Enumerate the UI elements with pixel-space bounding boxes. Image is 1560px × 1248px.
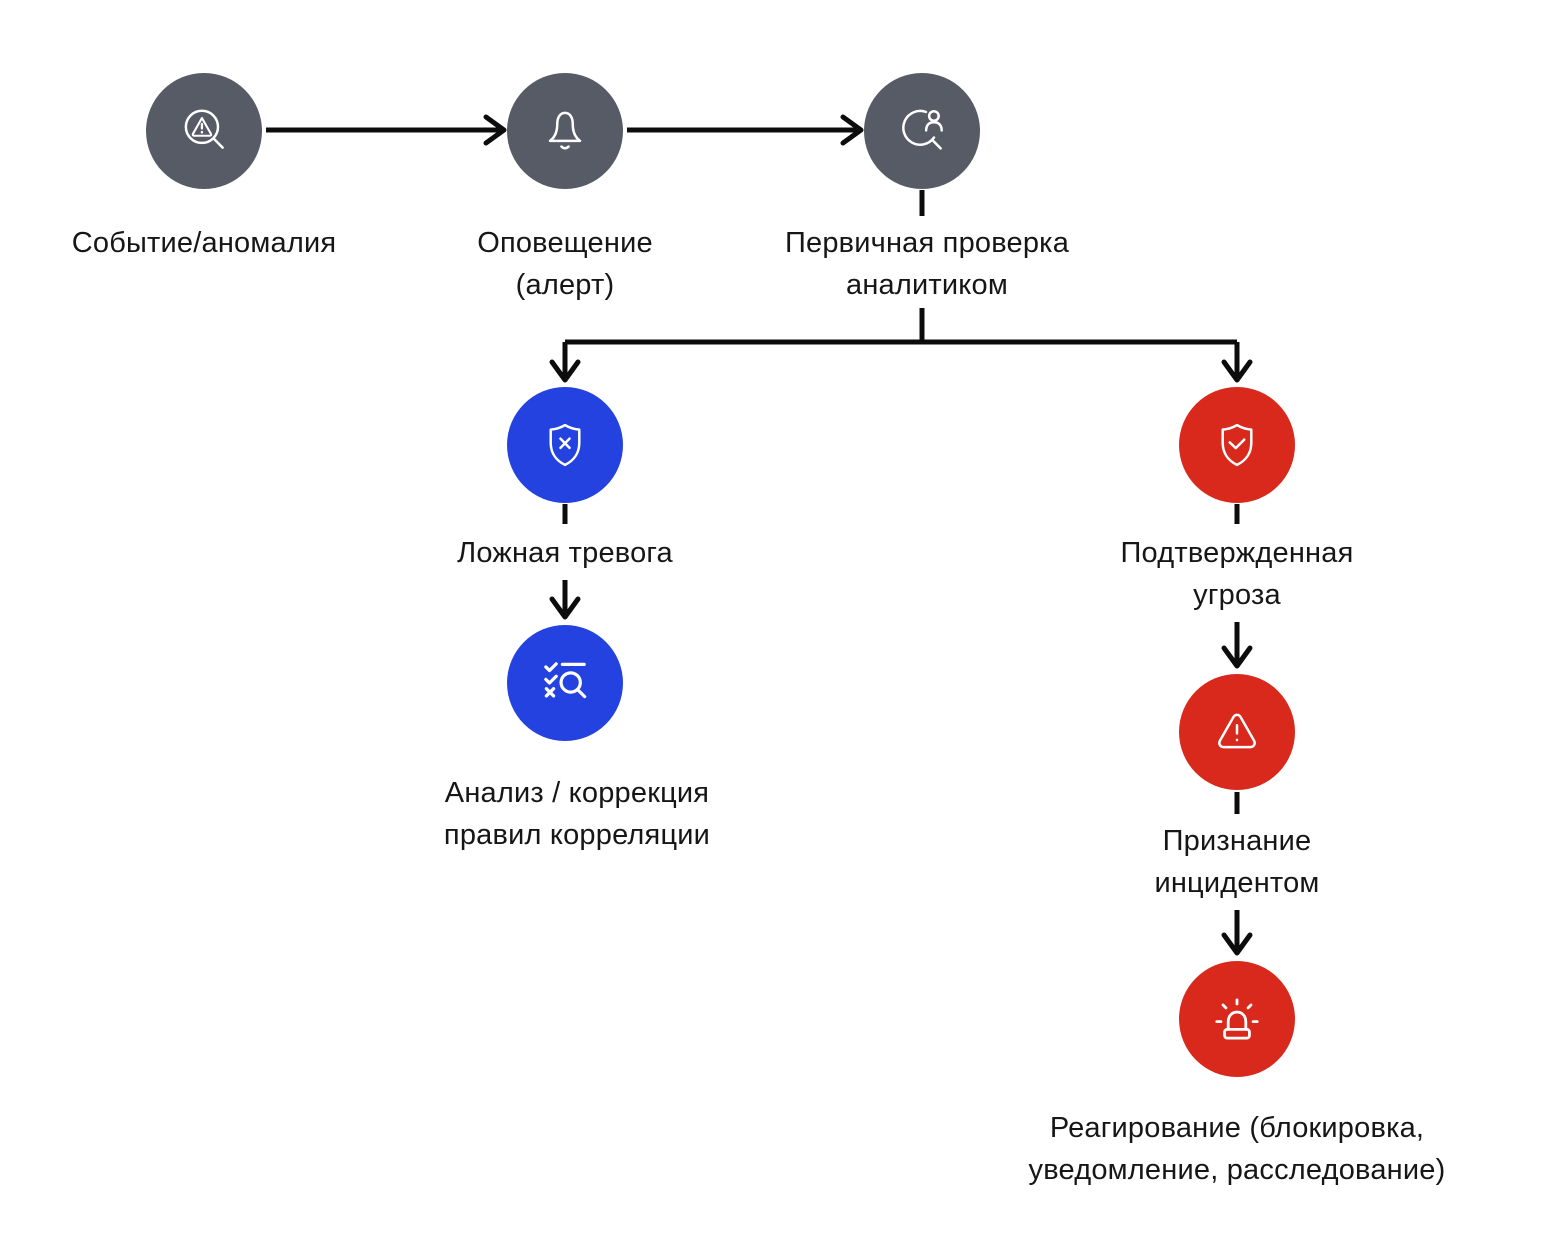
node-incident-declared (1179, 674, 1295, 790)
label-response: Реагирование (блокировка, уведомление, р… (1028, 1112, 1446, 1186)
arrowhead-right-2 (840, 114, 864, 146)
warning-triangle-icon (1218, 713, 1256, 749)
label-event-anomaly: Событие/аномалия (71, 227, 337, 259)
label-false-alarm: Ложная тревога (457, 537, 673, 569)
label-alert: Оповещение (алерт) (477, 227, 653, 301)
arrowhead-down-correction (549, 596, 581, 620)
siren-icon (1215, 998, 1259, 1040)
arrowhead-down-left (549, 359, 581, 383)
node-analyst-check (864, 73, 980, 189)
arrowhead-right-1 (483, 114, 507, 146)
node-confirmed-threat (1179, 387, 1295, 503)
arrowhead-down-response (1221, 932, 1253, 956)
node-false-alarm (507, 387, 623, 503)
label-incident-declared: Признание инцидентом (1154, 825, 1320, 899)
label-rules-correction: Анализ / коррекция правил корреляции (443, 777, 711, 851)
node-response (1179, 961, 1295, 1077)
search-anomaly-icon (184, 109, 224, 149)
label-confirmed-threat: Подтвержденная угроза (1120, 537, 1354, 611)
checklist-search-icon (544, 662, 587, 699)
arrowhead-down-right (1221, 359, 1253, 383)
shield-x-icon (549, 423, 581, 467)
node-rules-correction (507, 625, 623, 741)
shield-check-icon (1221, 423, 1253, 467)
bell-icon (548, 111, 582, 150)
node-event-anomaly (146, 73, 262, 189)
node-alert (507, 73, 623, 189)
arrowhead-down-incident (1221, 645, 1253, 669)
label-analyst-check: Первичная проверка аналитиком (784, 227, 1070, 301)
analyst-review-icon (902, 109, 943, 150)
